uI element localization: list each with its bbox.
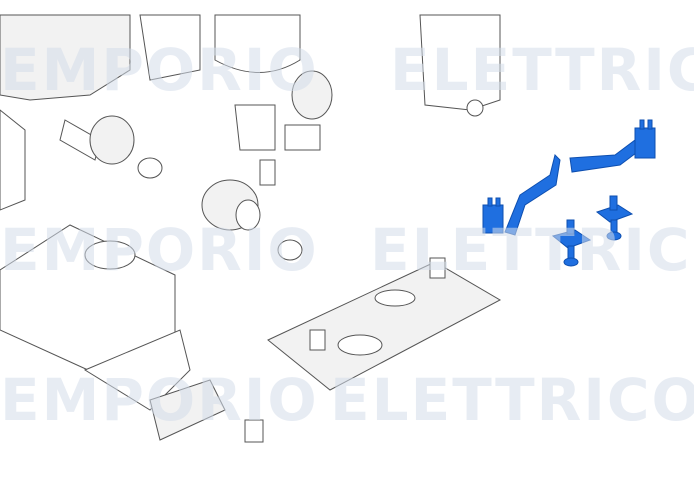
highlighted-bracket-set: [482, 119, 656, 267]
svg-text:ELETTRICO: ELETTRICO: [390, 36, 694, 104]
left-bracket: [482, 154, 561, 236]
svg-text:ELETTRICO: ELETTRICO: [370, 216, 694, 284]
right-bracket: [569, 119, 656, 173]
svg-text:ELETTRICO: ELETTRICO: [330, 366, 694, 434]
spring-coil-part: [291, 70, 333, 120]
motor-cylinder-part: [139, 14, 301, 81]
svg-text:EMPORIO: EMPORIO: [0, 216, 319, 284]
anchor-bolt-2: [595, 195, 634, 241]
foundation-plate-part: [267, 257, 502, 391]
control-board-part: [419, 14, 501, 117]
svg-text:EMPORIO: EMPORIO: [0, 36, 319, 104]
motor-housing-part: [0, 14, 131, 211]
limit-switch-part: [234, 104, 321, 186]
anchor-bolt-1: [551, 219, 592, 267]
gear-part: [201, 179, 303, 261]
svg-text:EMPORIO: EMPORIO: [0, 366, 319, 434]
gear-shaft-part: [59, 115, 163, 179]
gearbox-base-part: [0, 224, 264, 443]
